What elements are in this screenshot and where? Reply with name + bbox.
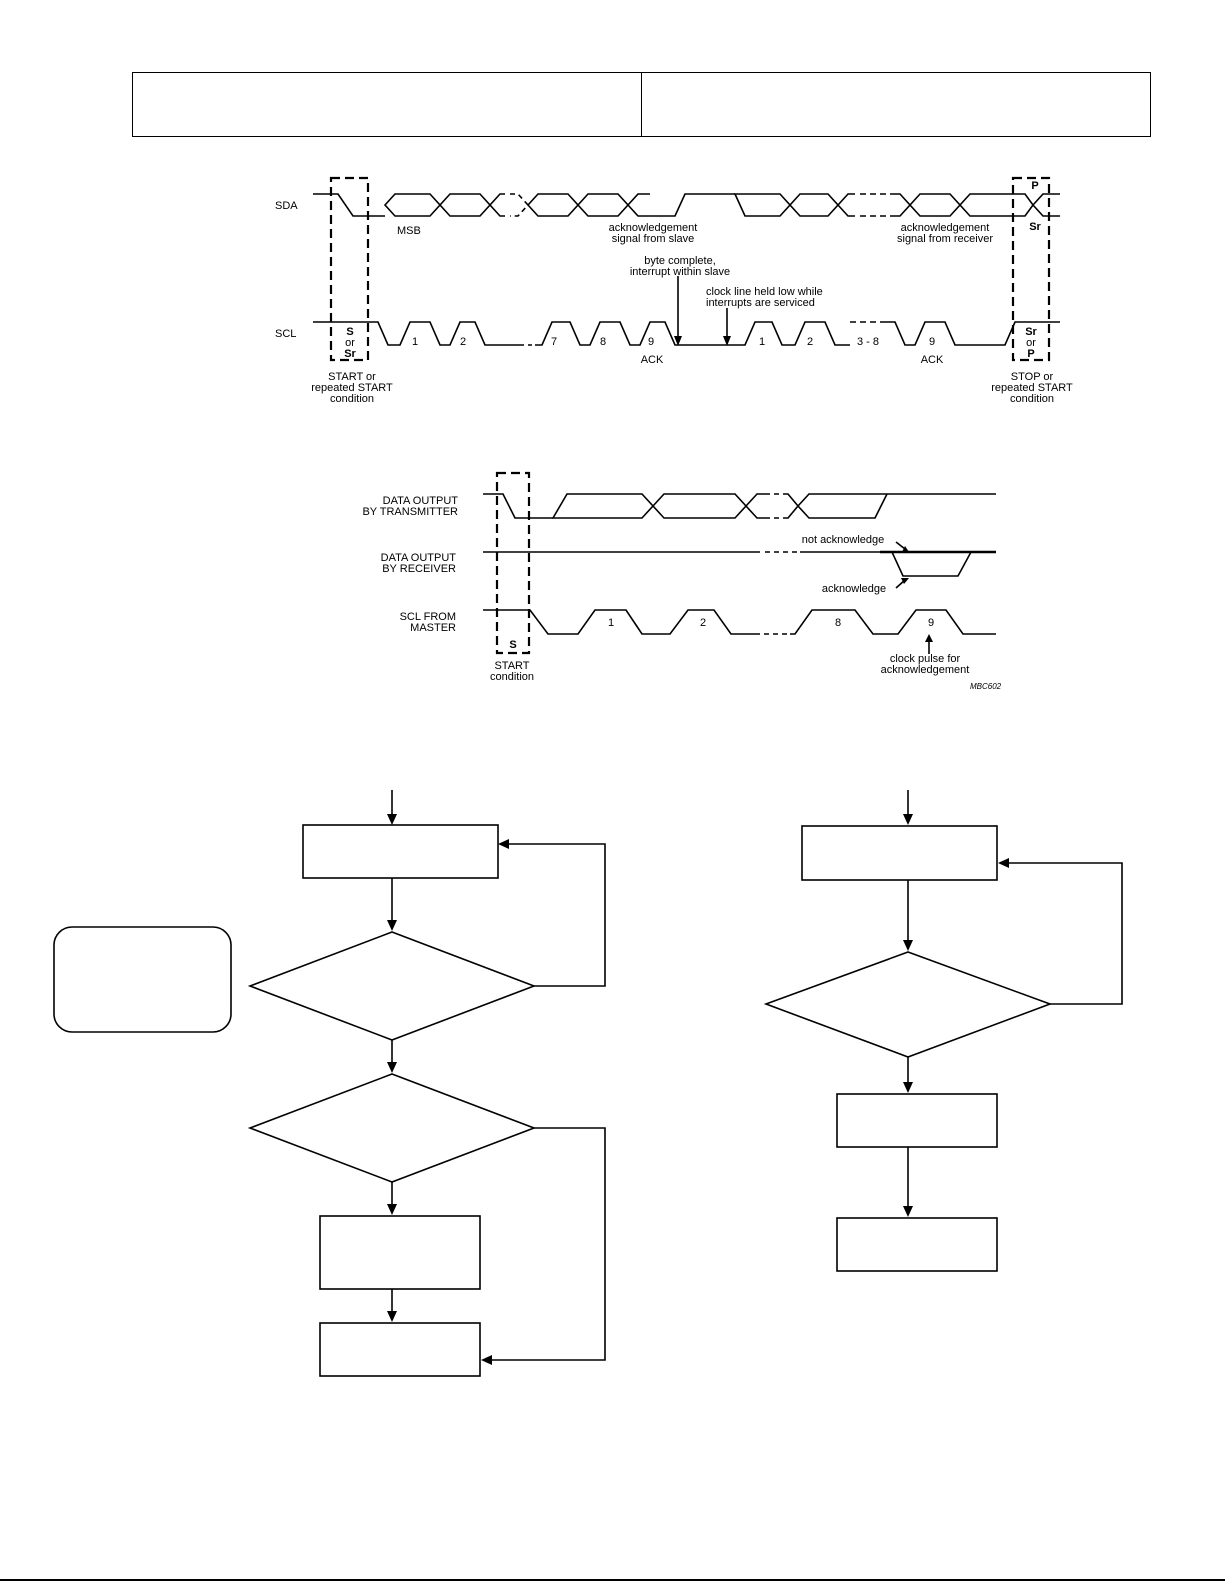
i2c-transfer-timing-diagram: SDA SCL MSB acknowledgement signal from … — [275, 176, 1073, 405]
stop-condition-label-3: condition — [1010, 393, 1054, 405]
flow-left-decision-1 — [247, 931, 537, 1041]
start-condition-label-1: START or — [328, 371, 376, 383]
start-box-s: S — [346, 326, 353, 338]
pulse-label: 1 — [608, 617, 614, 629]
flow-right-process-3 — [836, 1217, 998, 1272]
scl-master-label-1: SCL FROM — [400, 611, 456, 623]
rx-label-1: DATA OUTPUT — [381, 552, 457, 564]
ack-receiver-label-1: acknowledgement — [901, 222, 990, 234]
stop-condition-label-2: repeated START — [991, 382, 1073, 394]
msb-label: MSB — [397, 225, 421, 237]
pulse-label: 2 — [807, 336, 813, 348]
bottom-rule — [0, 1579, 1225, 1581]
pulse-label: 9 — [648, 336, 654, 348]
header-cell-left — [132, 72, 642, 137]
pulse-label: 1 — [759, 336, 765, 348]
tx-label-1: DATA OUTPUT — [383, 495, 459, 507]
pulse-label: 8 — [600, 336, 606, 348]
start-condition-label-1: START — [494, 660, 529, 672]
ack-receiver-label-2: signal from receiver — [897, 233, 993, 245]
flow-right-decision-1 — [763, 951, 1053, 1058]
clock-held-label-2: interrupts are serviced — [706, 297, 815, 309]
start-box-or: or — [345, 337, 355, 349]
start-box-sr: Sr — [344, 348, 356, 360]
stop-condition-label-1: STOP or — [1011, 371, 1054, 383]
ack-label: ACK — [641, 354, 664, 366]
clock-pulse-label-1: clock pulse for — [890, 653, 961, 665]
pulse-label: 9 — [929, 336, 935, 348]
tx-label-2: BY TRANSMITTER — [362, 506, 458, 518]
pulse-label: 1 — [412, 336, 418, 348]
sda-label: SDA — [275, 200, 298, 212]
ack-slave-label-2: signal from slave — [612, 233, 695, 245]
flow-left-process-3 — [319, 1322, 481, 1377]
stop-box-sr: Sr — [1029, 221, 1041, 233]
clock-held-label-1: clock line held low while — [706, 286, 823, 298]
start-condition-label-2: condition — [490, 671, 534, 683]
pulse-label: 2 — [460, 336, 466, 348]
stop-box-bottom-sr: Sr — [1025, 326, 1037, 338]
start-condition-label-2: repeated START — [311, 382, 393, 394]
start-condition-label-3: condition — [330, 393, 374, 405]
header-cell-right — [641, 72, 1151, 137]
pulse-label: 3 - 8 — [857, 336, 879, 348]
clock-pulse-label-2: acknowledgement — [881, 664, 970, 676]
stop-box-p: P — [1031, 180, 1038, 192]
flow-left-decision-2 — [247, 1073, 537, 1183]
flow-note-box — [53, 926, 232, 1033]
acknowledge-timing-diagram: DATA OUTPUT BY TRANSMITTER DATA OUTPUT B… — [362, 471, 1002, 691]
pulse-label: 8 — [835, 617, 841, 629]
pulse-label: 9 — [928, 617, 934, 629]
start-box-s: S — [509, 639, 516, 651]
stop-box-bottom-or: or — [1026, 337, 1036, 349]
stop-box-bottom-p: P — [1027, 348, 1034, 360]
byte-complete-label-2: interrupt within slave — [630, 266, 730, 278]
ack-slave-label-1: acknowledgement — [609, 222, 698, 234]
flow-left-process-2 — [319, 1215, 481, 1290]
flow-right-process-2 — [836, 1093, 998, 1148]
ack-label: ACK — [921, 354, 944, 366]
figure-code: MBC602 — [970, 682, 1002, 691]
not-acknowledge-label: not acknowledge — [802, 534, 885, 546]
scl-label: SCL — [275, 328, 296, 340]
scl-master-label-2: MASTER — [410, 622, 456, 634]
pulse-label: 7 — [551, 336, 557, 348]
acknowledge-label: acknowledge — [822, 583, 886, 595]
byte-complete-label-1: byte complete, — [644, 255, 716, 267]
flowcharts — [53, 790, 1123, 1377]
flow-left-process-1 — [302, 824, 499, 879]
pulse-label: 2 — [700, 617, 706, 629]
rx-label-2: BY RECEIVER — [382, 563, 456, 575]
flow-right-process-1 — [801, 825, 998, 881]
